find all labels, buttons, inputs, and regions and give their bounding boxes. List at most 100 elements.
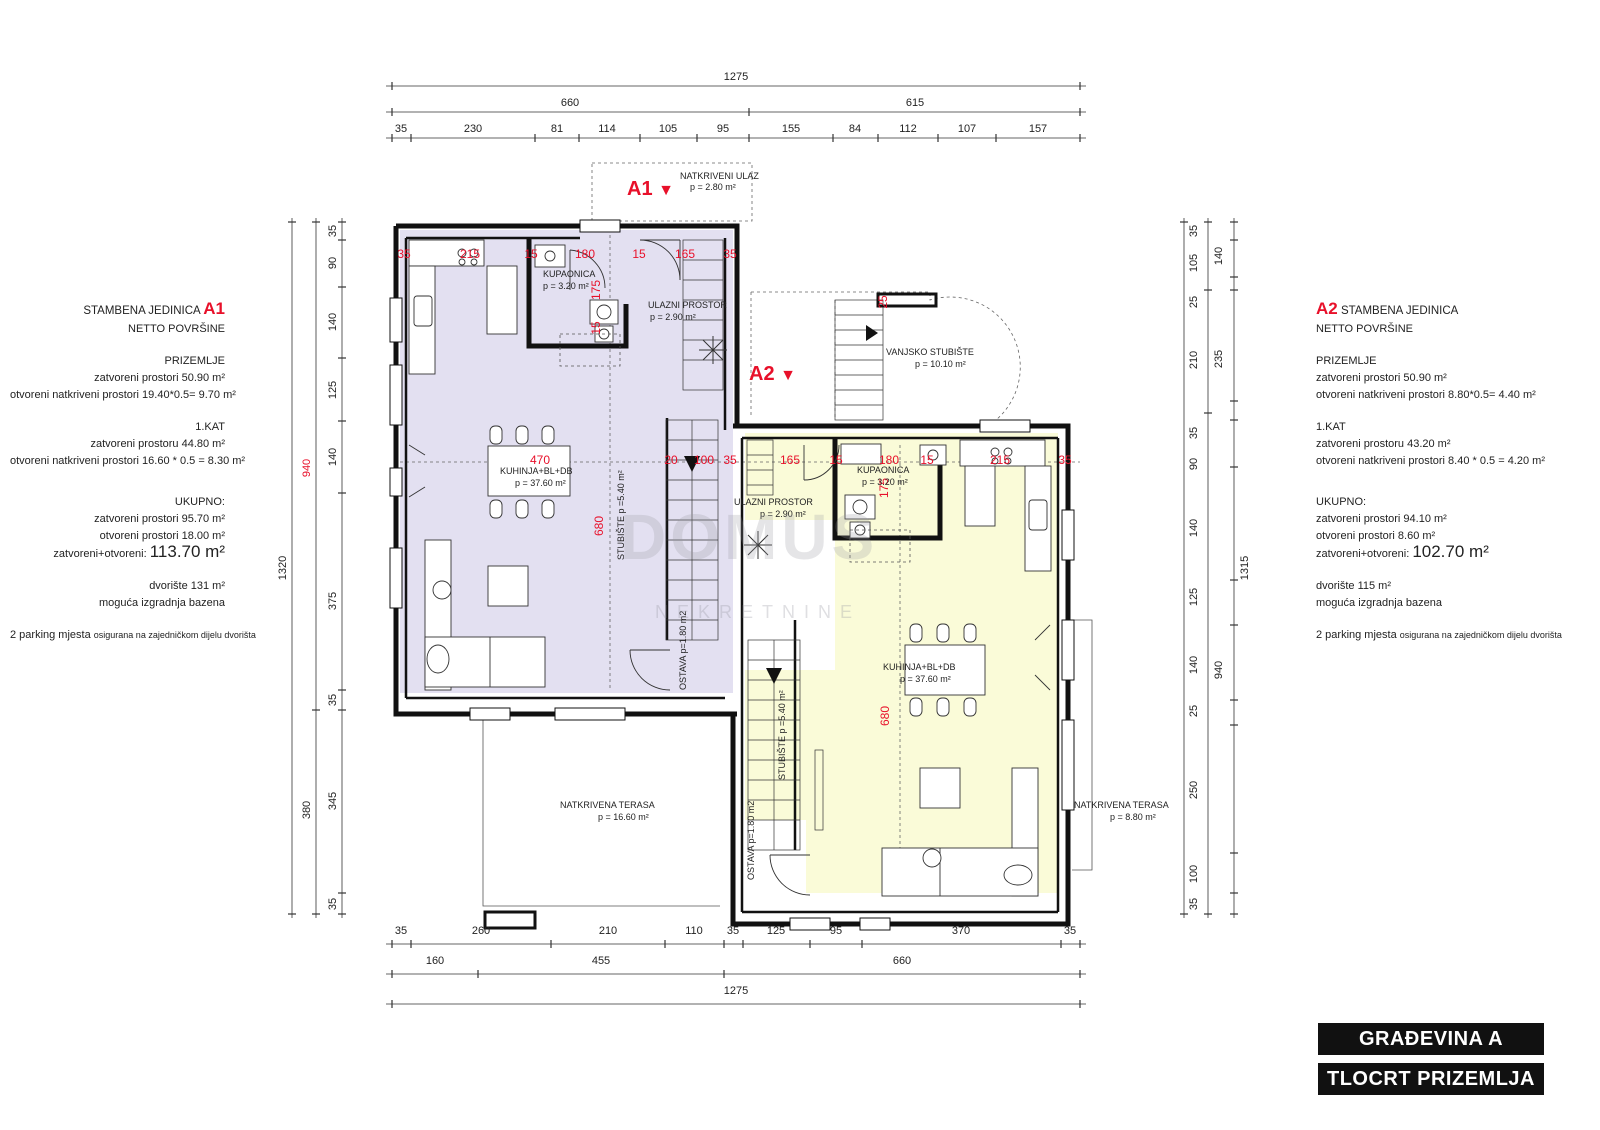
dim-right-part: 90 [1188,457,1200,471]
a1-terrace-area: p = 16.60 m² [598,812,649,822]
a2-terrace-label: NATKRIVENA TERASA [1074,800,1169,810]
dim-bottom-total: 1275 [723,985,749,997]
dim-interior-a2: 25 [876,295,890,309]
dim-top-a2: 615 [905,97,925,109]
external-stair-label: VANJSKO STUBIŠTE [886,347,974,357]
a2-storage-label: OSTAVA p=1.80 m2 [746,800,756,880]
a1-ground-heading: PRIZEMLJE [164,355,225,367]
a1-yard: dvorište 131 m² [149,580,225,592]
dim-top-part: 35 [394,123,408,135]
a1-floor1-open: otvoreni natkriveni prostori 16.60 * 0.5… [10,455,246,467]
dim-right-c: 940 [1213,660,1225,680]
dim-left-part: 90 [327,256,339,270]
a1-info-title: STAMBENA JEDINICA [83,305,201,317]
dim-interior-a2: 215 [989,453,1011,467]
a2-ground-heading: PRIZEMLJE [1316,355,1377,367]
covered-entry-area: p = 2.80 m² [690,182,736,192]
a2-info-subtitle: NETTO POVRŠINE [1316,323,1413,335]
unit-a1-marker: A1 ▼ [627,178,674,200]
dim-top-part: 157 [1028,123,1048,135]
unit-a2-marker: A2 ▼ [749,363,796,385]
dim-right-part: 105 [1188,253,1200,273]
dim-top-part: 81 [550,123,564,135]
dim-interior-a1: 15 [524,247,538,261]
dim-top-part: 230 [463,123,483,135]
dim-right-part: 35 [1188,224,1200,238]
a1-floor1-closed: zatvoreni prostoru 44.80 m² [90,438,225,450]
dim-left-part: 35 [327,693,339,707]
a2-ground-closed: zatvoreni prostori 50.90 m² [1316,372,1447,384]
dim-top-part: 84 [848,123,862,135]
dim-top-part: 95 [716,123,730,135]
dim-bottom-part: 260 [471,925,491,937]
covered-entry-label: NATKRIVENI ULAZ [680,171,759,181]
a1-ground-open: otvoreni natkriveni prostori 19.40*0.5= … [10,389,236,401]
dim-right-b: 235 [1213,349,1225,369]
title-floor-plan: TLOCRT PRIZEMLJA [1318,1063,1544,1095]
watermark-logo: DOMUS [620,501,879,573]
dim-interior-a2: 680 [878,705,892,727]
dim-top-part: 112 [899,123,917,135]
dim-right-part: 25 [1188,704,1200,718]
a1-total-heading: UKUPNO: [174,496,225,508]
dim-interior-a1: 470 [529,453,551,467]
a2-total-sum-label: zatvoreni+otvoreni: [1316,548,1410,560]
dim-left-part: 35 [327,224,339,238]
a2-floor1-heading: 1.KAT [1316,421,1346,433]
a2-pool: moguća izgradnja bazena [1316,597,1442,609]
dim-bottom-part: 210 [598,925,618,937]
a2-info-unit: A2 [1316,299,1338,318]
external-stair-area: p = 10.10 m² [915,359,966,369]
dim-left-part: 375 [327,591,339,611]
a1-total-open: otvoreni prostori 18.00 m² [99,530,225,542]
dim-top-part: 155 [781,123,801,135]
a2-entry-label: ULAZNI PROSTOR [734,497,813,507]
dim-right-part: 25 [1188,295,1200,309]
dim-left-part: 140 [327,447,339,467]
a2-bathroom-label: KUPAONICA [857,465,910,475]
a1-floor1-heading: 1.KAT [195,421,225,433]
a2-terrace-area: p = 8.80 m² [1110,812,1156,822]
dim-bottom-part: 125 [766,925,786,937]
a2-kitchen-label: KUHINJA+BL+DB [883,662,956,672]
a2-yard: dvorište 115 m² [1316,580,1391,592]
a1-parking: 2 parking mjesta [10,629,91,641]
a2-total-closed: zatvoreni prostori 94.10 m² [1316,513,1447,525]
dim-interior-a2: 15 [829,453,843,467]
dim-top-part: 105 [658,123,678,135]
dim-right-part: 140 [1188,655,1200,675]
dim-interior-a1: 20 [664,453,678,467]
dim-top-part: 114 [598,123,616,135]
a1-ground-closed: zatvoreni prostori 50.90 m² [94,372,225,384]
dim-interior-a1: 15 [632,247,646,261]
dim-right-part: 35 [1188,897,1200,911]
a2-total-open: otvoreni prostori 8.60 m² [1316,530,1436,542]
a1-info-unit: A1 [203,299,225,318]
dim-bottom-part: 95 [829,925,843,937]
a1-terrace-label: NATKRIVENA TERASA [560,800,655,810]
dim-interior-a1: 15 [589,321,603,335]
dim-right-part: 250 [1188,780,1200,800]
dim-top-a1: 660 [560,97,580,109]
dim-left-a: 940 [301,458,313,478]
a1-total-sum-value: 113.70 m² [149,542,225,561]
a2-kitchen-area: p = 37.60 m² [900,674,951,684]
dim-bottom-mid: 455 [591,955,611,967]
a2-ground-open: otvoreni natkriveni prostori 8.80*0.5= 4… [1316,389,1536,401]
title-building: GRAĐEVINA A [1318,1023,1544,1055]
terrace-step [483,910,537,930]
a1-info-subtitle: NETTO POVRŠINE [128,323,225,335]
dim-interior-a2: 35 [1058,453,1072,467]
a1-kitchen-area: p = 37.60 m² [515,478,566,488]
a1-entry-area: p = 2.90 m² [650,312,696,322]
a1-pool: moguća izgradnja bazena [99,597,225,609]
dim-left-part: 140 [327,312,339,332]
dim-left-total: 1320 [277,555,289,581]
dim-right-part: 140 [1188,518,1200,538]
dim-right-part: 35 [1188,426,1200,440]
dim-bottom-part: 370 [951,925,971,937]
a2-floor1-open: otvoreni natkriveni prostori 8.40 * 0.5 … [1316,455,1545,467]
a2-stair-label: STUBIŠTE p =5.40 m² [777,690,787,780]
dim-bottom-part: 110 [685,925,703,937]
dim-interior-a1: 35 [397,247,411,261]
